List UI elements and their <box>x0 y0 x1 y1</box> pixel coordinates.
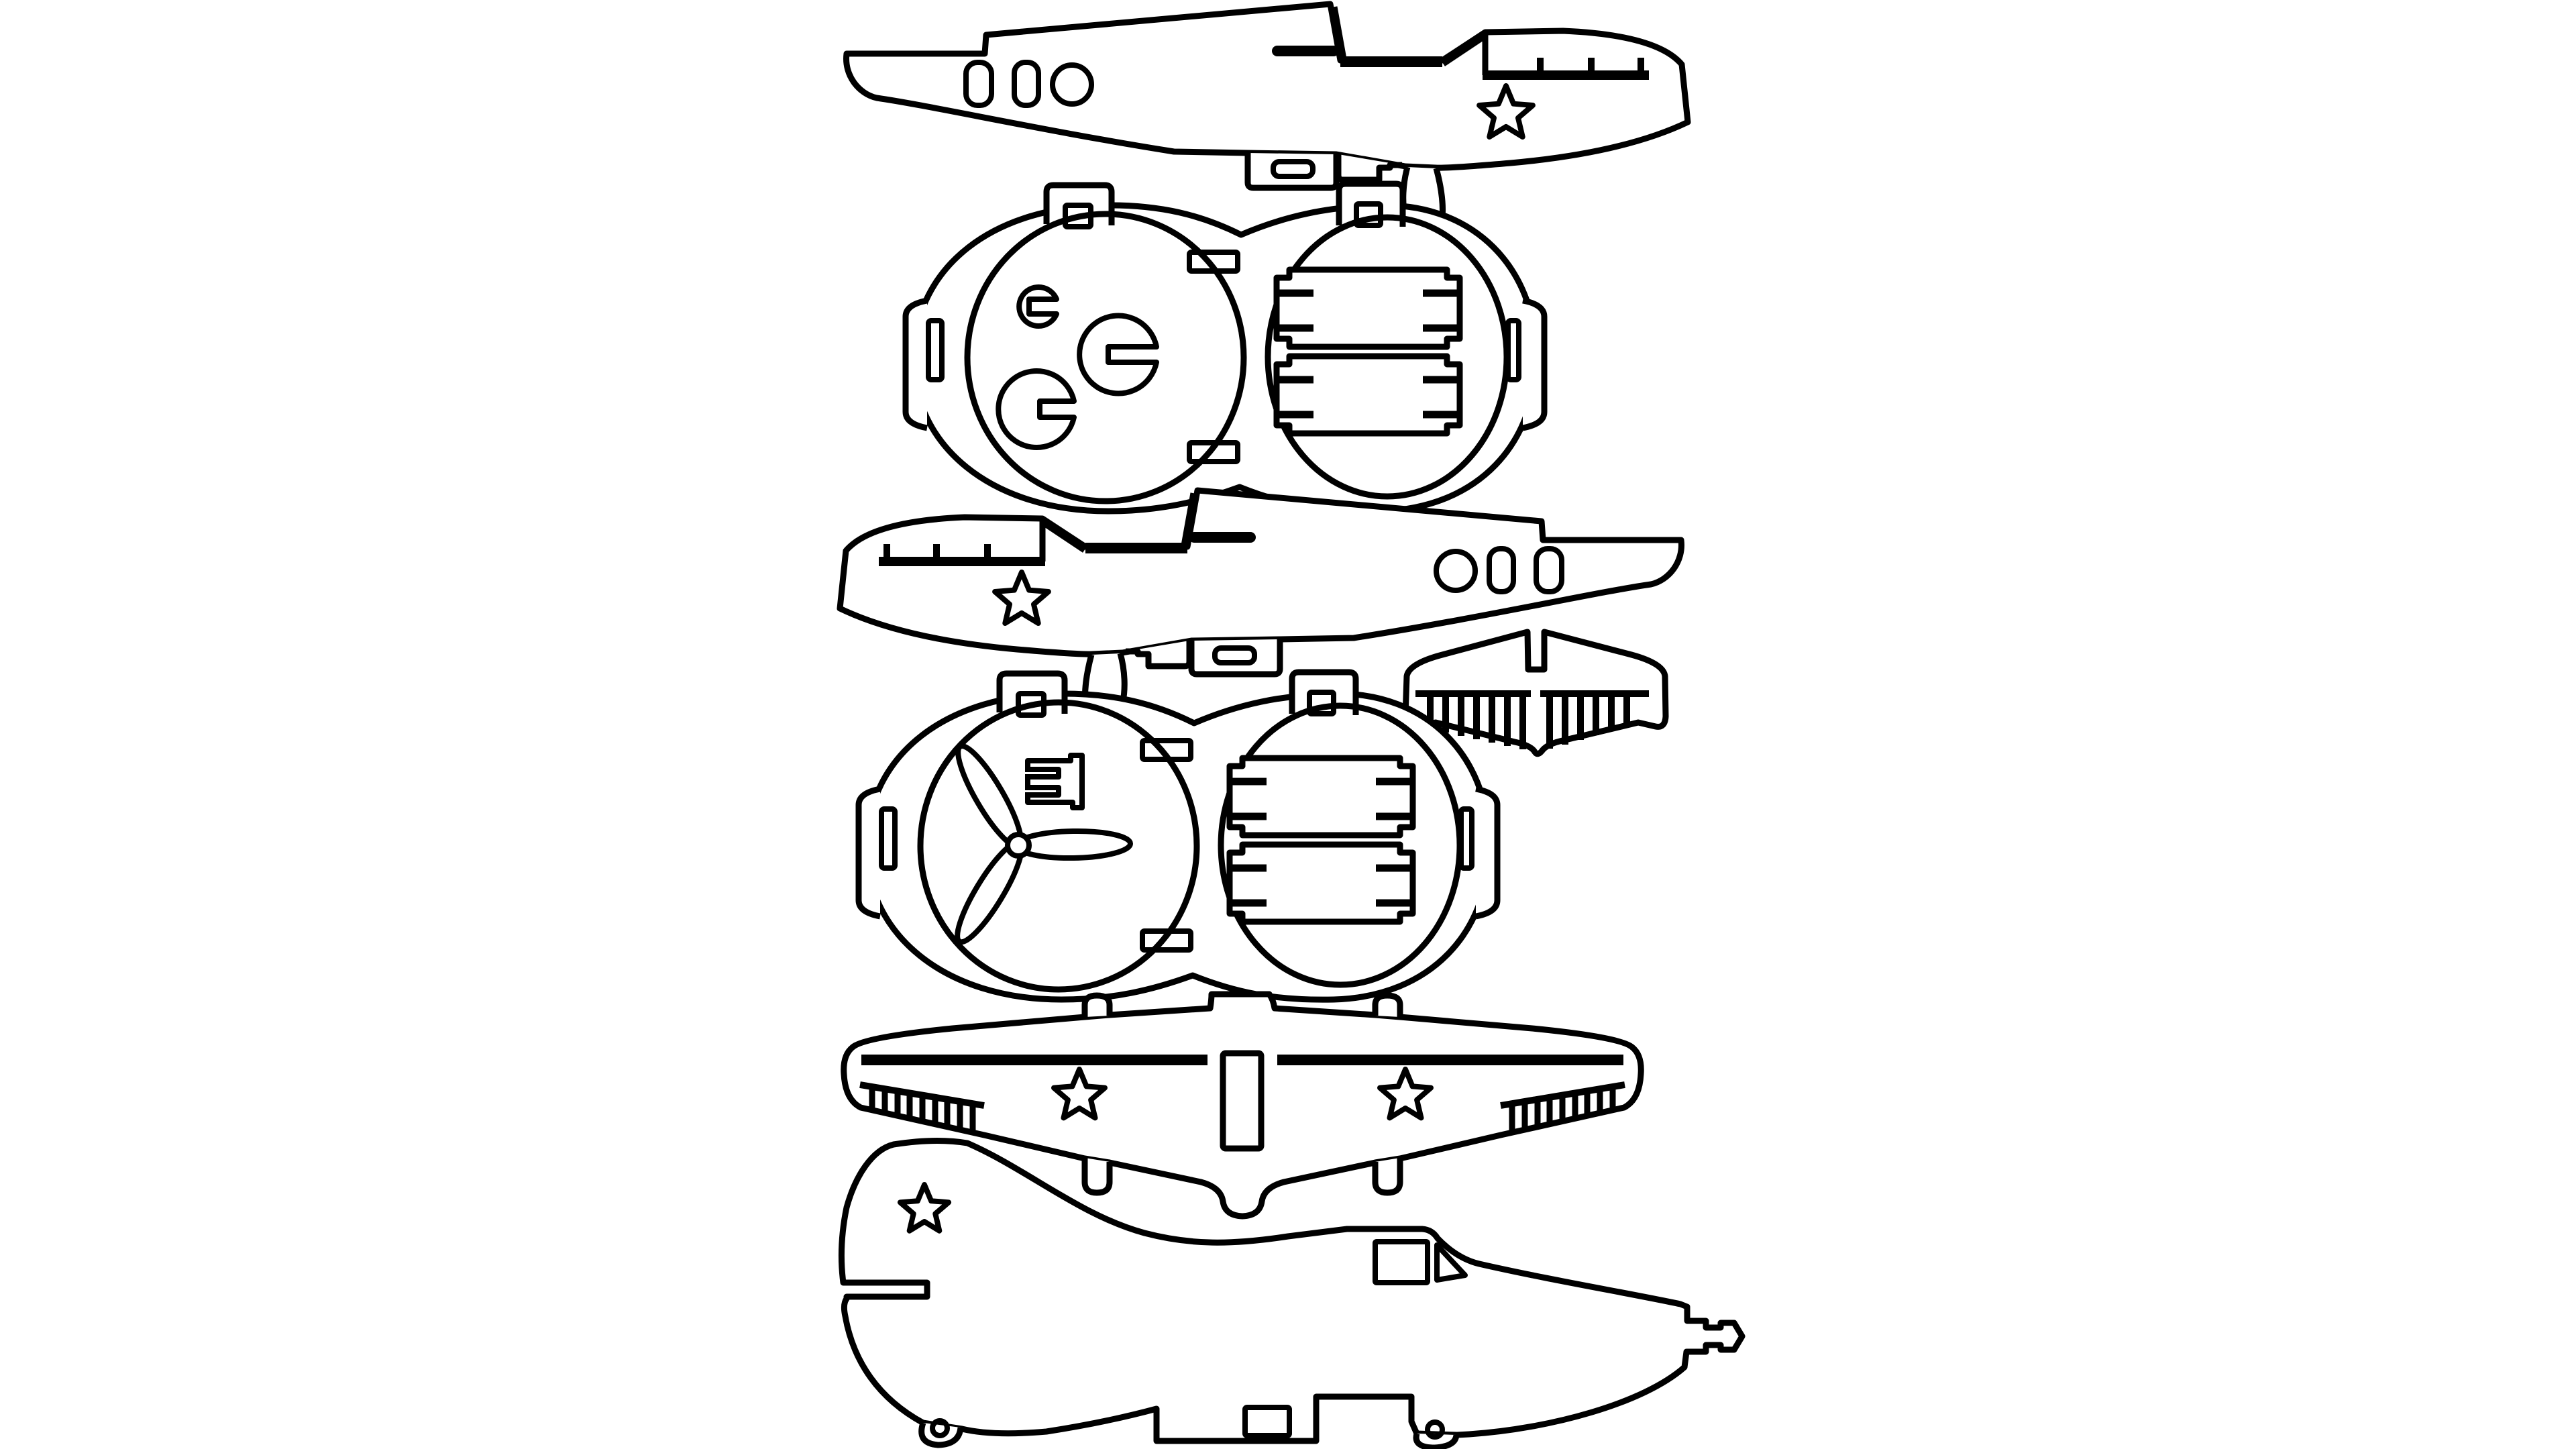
engine-mount-blank-2 <box>1273 353 1463 437</box>
red-star-icon <box>897 1182 952 1234</box>
windshield <box>1434 1242 1468 1283</box>
red-star-icon <box>1477 83 1536 140</box>
motor-bracket <box>1025 753 1085 810</box>
former-bump-left <box>902 297 928 431</box>
former-slot-left <box>926 318 945 382</box>
wing-peg-down <box>1372 1158 1403 1196</box>
step-tab <box>1126 641 1193 669</box>
engine-mount-blank-1 <box>1226 755 1416 839</box>
former-sheet-2 <box>855 669 1501 1003</box>
former-ring-left <box>917 699 1200 993</box>
fuselage-side-right <box>843 1 1691 246</box>
canopy-window <box>1373 1239 1430 1285</box>
red-star-icon <box>1377 1067 1434 1121</box>
wheel-blank-small <box>1016 284 1059 329</box>
window-cutout <box>963 60 994 108</box>
propeller-assembly <box>955 743 1133 945</box>
canopy-rear-inner-line <box>1332 6 1347 60</box>
step-tab <box>1335 154 1402 183</box>
belly-tab-slot <box>1242 1405 1292 1438</box>
motor-bracket-slit <box>1025 767 1061 780</box>
window-cutout <box>1534 546 1564 594</box>
former-sheet-1 <box>902 180 1548 515</box>
gear-tab-slot <box>1212 645 1257 665</box>
wheel-lug-hole <box>1425 1419 1445 1440</box>
wheel-lug-hole <box>930 1418 950 1438</box>
former-ring-left <box>964 211 1247 504</box>
stabilizer <box>1402 629 1669 757</box>
former-bump-right <box>1522 297 1548 431</box>
windscreen-inner-line <box>1042 522 1085 553</box>
former-bump-right <box>1475 786 1501 920</box>
engine-mount-blank-2 <box>1226 841 1416 925</box>
wheel-lug <box>1413 1432 1460 1449</box>
gear-tab-slot <box>1271 159 1316 179</box>
canopy-rear-inner-line <box>1181 492 1195 546</box>
window-cutout <box>1487 546 1516 594</box>
fuselage-outline <box>837 487 1684 657</box>
profile-outline <box>838 1137 1746 1444</box>
red-star-icon <box>992 570 1051 626</box>
wing-center-slot <box>1220 1050 1265 1152</box>
red-star-icon <box>1051 1067 1108 1121</box>
gear-tab <box>1188 639 1283 678</box>
window-cutout <box>1012 60 1041 108</box>
window-cutout <box>1050 62 1094 107</box>
former-slot-left <box>879 806 898 871</box>
airplane-side-profile <box>838 1137 1746 1449</box>
propeller-hub <box>1005 832 1032 859</box>
propeller-blade <box>1014 828 1133 861</box>
wing-peg-up <box>1081 992 1113 1017</box>
wing-peg-up <box>1372 992 1403 1017</box>
engine-mount-blank-1 <box>1273 266 1463 350</box>
motor-bracket-slit <box>1025 785 1061 798</box>
former-ring-right <box>1218 702 1463 988</box>
wing-outline <box>841 991 1644 1220</box>
wheel-blank-medium <box>996 368 1077 450</box>
gear-tab <box>1244 153 1340 191</box>
former-ring-right <box>1265 214 1510 500</box>
fuselage-side-left <box>837 487 1684 732</box>
wheel-blank-large <box>1077 313 1159 396</box>
windscreen-inner-line <box>1442 36 1485 66</box>
fuselage-outline <box>843 1 1691 171</box>
wing-peg-down <box>1081 1158 1113 1196</box>
former-bump-left <box>855 786 881 920</box>
window-cutout <box>1434 549 1478 593</box>
wing-top-view <box>841 991 1644 1220</box>
